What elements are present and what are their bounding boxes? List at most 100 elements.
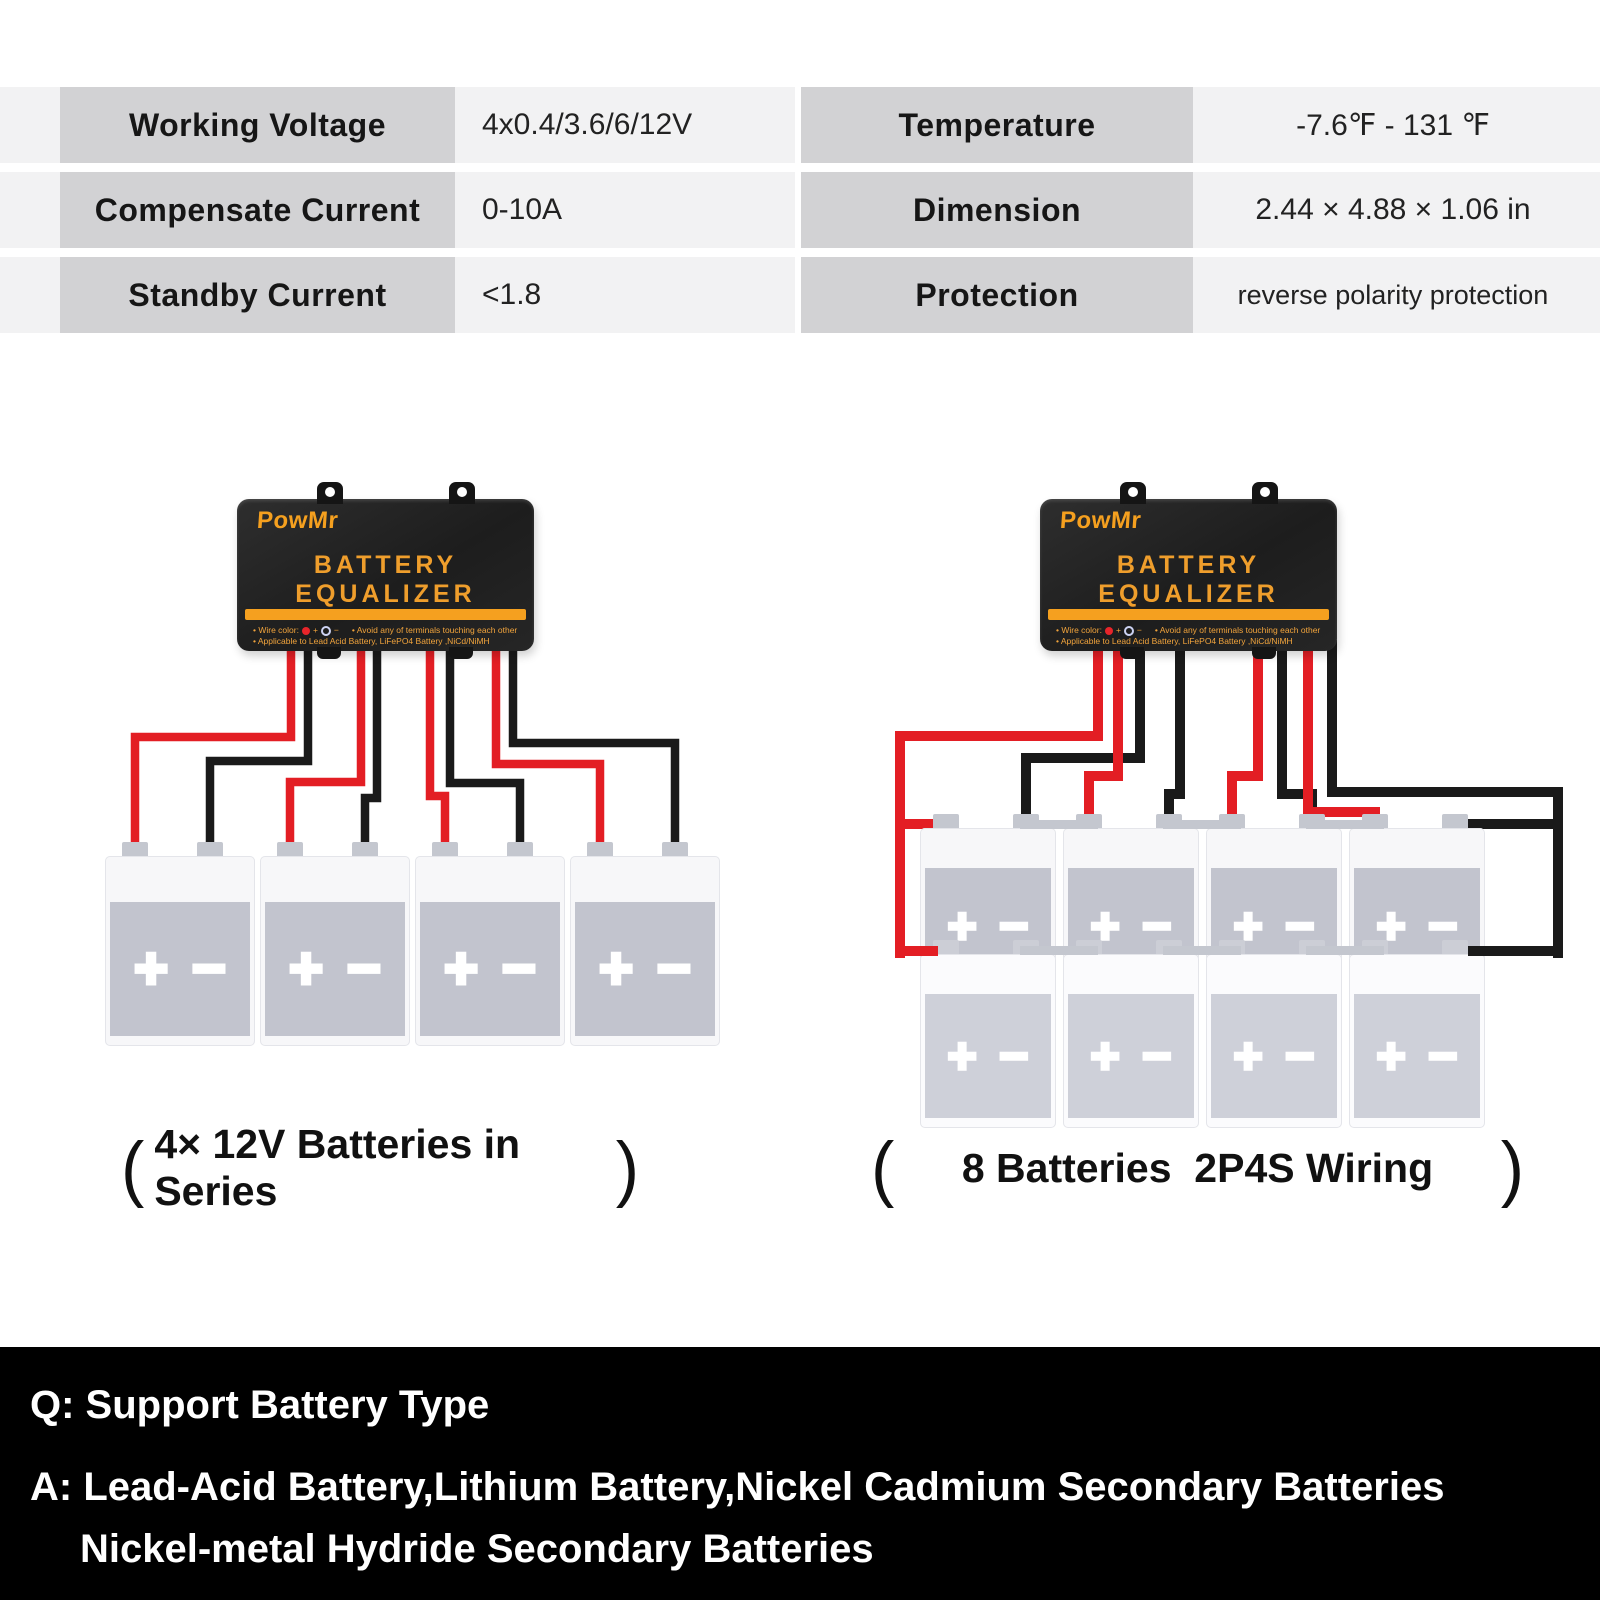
avoid-note: • Avoid any of terminals touching each o…: [351, 625, 518, 635]
mounting-ear-icon: [317, 482, 343, 504]
black-wire-ring-icon: [320, 625, 331, 636]
spec-label-standby-current: Standby Current: [60, 257, 455, 333]
red-wire-dot-icon: [301, 626, 310, 635]
wire-black-right-bracket: [1327, 640, 1563, 958]
wire-red-left-bat2-positive: [285, 640, 366, 850]
spec-value-working-voltage: 4x0.4/3.6/6/12V: [482, 108, 693, 141]
wire-black-right-bat1-negative: [1021, 640, 1145, 832]
battery-minus-icon: −: [190, 936, 228, 1001]
qa-answer-line-2: Nickel-metal Hydride Secondary Batteries: [80, 1527, 874, 1571]
mounting-hole-icon: [457, 487, 467, 497]
bus-bar: [1020, 820, 1098, 829]
diagram-caption-right: ( 8 Batteries 2P4S Wiring ): [865, 1128, 1530, 1208]
spec-value-compensate-current: 0-10A: [482, 193, 563, 226]
battery-minus-icon: −: [1427, 1028, 1460, 1084]
battery-right-front-2: +−: [1063, 940, 1199, 1128]
spec-label-protection: Protection: [801, 257, 1193, 333]
device-notes: • Wire color: + − • Avoid any of termina…: [253, 625, 526, 647]
qa-answer-line-1: A: Lead-Acid Battery,Lithium Battery,Nic…: [30, 1465, 1445, 1509]
wire-red-right-bat2-positive: [1084, 640, 1123, 832]
battery-left-3: +−: [415, 842, 565, 1046]
device-notes: • Wire color: + − • Avoid any of termina…: [1056, 625, 1329, 647]
wire-red-right-bat3-positive: [1227, 640, 1263, 832]
battery-right-front-4: +−: [1349, 940, 1485, 1128]
battery-minus-icon: −: [655, 936, 693, 1001]
caption-text: 4× 12V Batteries in Series: [154, 1121, 532, 1214]
wire-red-right-bracket: [895, 640, 1103, 958]
bottom-tab: [449, 647, 473, 659]
red-wire-dot-icon: [1104, 626, 1113, 635]
brand-logo: PowMr: [1059, 507, 1143, 534]
bus-bar: [1306, 946, 1384, 955]
spec-value-standby-current: <1.8: [482, 278, 542, 311]
battery-left-4: +−: [570, 842, 720, 1046]
spec-value-dimension: 2.44 × 4.88 × 1.06 in: [1255, 193, 1531, 226]
spec-label-dimension: Dimension: [801, 172, 1193, 248]
wire-black-left-bat3-negative: [445, 640, 525, 850]
wire-color-label: • Wire color:: [253, 625, 299, 635]
battery-plus-icon: +: [442, 936, 480, 1001]
paren-close: ): [615, 1127, 639, 1209]
battery-body: +−: [260, 856, 410, 1046]
mounting-ear-icon: [1252, 482, 1278, 504]
qa-box: Q: Support Battery Type A: Lead-Acid Bat…: [0, 1347, 1600, 1600]
mounting-ear-icon: [449, 482, 475, 504]
battery-body: +−: [415, 856, 565, 1046]
wire-black-right-bat2-negative: [1164, 640, 1185, 832]
battery-body: +−: [1206, 954, 1342, 1128]
battery-plus-icon: +: [1375, 1028, 1408, 1084]
battery-plus-icon: +: [132, 936, 170, 1001]
paren-close: ): [1500, 1127, 1524, 1209]
mounting-ear-icon: [1120, 482, 1146, 504]
wire-red-left-bat1-positive: [130, 640, 296, 850]
spec-label-temperature: Temperature: [801, 87, 1193, 163]
mounting-hole-icon: [1128, 487, 1138, 497]
battery-equalizer-device-left: PowMr BATTERY EQUALIZER • Wire color: + …: [237, 482, 534, 659]
battery-plus-icon: +: [597, 936, 635, 1001]
bus-bar: [1020, 946, 1098, 955]
spec-value-protection: reverse polarity protection: [1237, 279, 1549, 310]
wire-red-left-bat3-positive: [425, 640, 450, 850]
battery-plus-icon: +: [1089, 1028, 1122, 1084]
battery-left-2: +−: [260, 842, 410, 1046]
mounting-hole-icon: [325, 487, 335, 497]
caption-text: 8 Batteries 2P4S Wiring: [961, 1144, 1434, 1191]
qa-question: Q: Support Battery Type: [30, 1383, 490, 1427]
avoid-note: • Avoid any of terminals touching each o…: [1154, 625, 1321, 635]
paren-open: (: [871, 1127, 895, 1209]
minus-label: −: [333, 625, 339, 635]
device-title: BATTERY EQUALIZER: [1098, 551, 1279, 608]
bottom-tab: [1120, 647, 1144, 659]
diagram-caption-left: ( 4× 12V Batteries in Series ): [115, 1121, 645, 1214]
battery-plus-icon: +: [946, 1028, 979, 1084]
orange-stripe: [245, 609, 526, 620]
bottom-tab: [1252, 647, 1276, 659]
plus-label: +: [312, 625, 318, 635]
brand-logo: PowMr: [256, 507, 340, 534]
paren-open: (: [121, 1127, 145, 1209]
bus-bar: [1163, 820, 1241, 829]
minus-label: −: [1136, 625, 1142, 635]
battery-equalizer-device-right: PowMr BATTERY EQUALIZER • Wire color: + …: [1040, 482, 1337, 659]
battery-right-front-1: +−: [920, 940, 1056, 1128]
battery-body: +−: [570, 856, 720, 1046]
battery-body: +−: [1349, 954, 1485, 1128]
orange-stripe: [1048, 609, 1329, 620]
spec-label-compensate-current: Compensate Current: [60, 172, 455, 248]
spec-label-working-voltage: Working Voltage: [60, 87, 455, 163]
black-wire-ring-icon: [1123, 625, 1134, 636]
wire-color-label: • Wire color:: [1056, 625, 1102, 635]
mounting-hole-icon: [1260, 487, 1270, 497]
battery-body: +−: [1063, 954, 1199, 1128]
wire-red-left-bat4-positive: [491, 640, 605, 850]
plus-label: +: [1115, 625, 1121, 635]
battery-body: +−: [105, 856, 255, 1046]
battery-minus-icon: −: [1284, 1028, 1317, 1084]
applicable-note: • Applicable to Lead Acid Battery, LiFeP…: [253, 636, 490, 646]
wire-black-left-bat1-negative: [205, 640, 313, 850]
battery-right-front-3: +−: [1206, 940, 1342, 1128]
spec-value-temperature: -7.6℉ - 131 ℉: [1296, 108, 1490, 142]
